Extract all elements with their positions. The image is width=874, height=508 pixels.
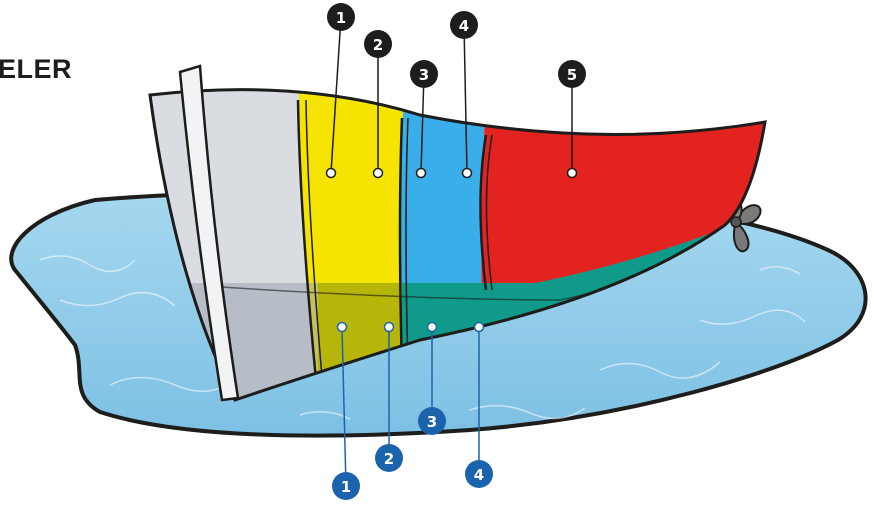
below-marker-3: 3 [418,407,446,435]
above-leader-line-4 [463,24,468,174]
below-marker-label-3: 3 [427,413,437,431]
above-marker-label-5: 5 [567,66,577,84]
below-marker-circle-4 [465,460,493,488]
above-marker-circle-3 [410,60,438,88]
markers-below-waterline: 1 2 3 4 [332,407,493,500]
above-marker-circle-4 [450,11,478,39]
page-title: ELER [0,54,73,84]
callout-leaders [325,16,578,487]
above-marker-label-4: 4 [459,17,469,35]
above-marker-2: 2 [364,30,392,58]
below-marker-label-2: 2 [384,450,394,468]
above-marker-4: 4 [450,11,478,39]
bow-stem [178,64,240,402]
above-marker-label-2: 2 [373,36,383,54]
above-marker-label-1: 1 [336,9,346,27]
above-point-3 [415,167,427,179]
above-leader-line-1 [330,16,342,174]
above-point-4 [461,167,473,179]
above-marker-circle-2 [364,30,392,58]
below-leader-line-1 [341,326,347,487]
below-point-2 [383,321,395,333]
above-point-5 [566,167,578,179]
below-marker-2: 2 [375,444,403,472]
below-marker-label-4: 4 [474,466,484,484]
below-marker-circle-2 [375,444,403,472]
above-marker-circle-5 [558,60,586,88]
below-marker-4: 4 [465,460,493,488]
markers-above-waterline: 1 2 3 4 5 [327,3,586,88]
below-marker-label-1: 1 [341,478,351,496]
above-marker-5: 5 [558,60,586,88]
below-point-4 [473,321,485,333]
below-marker-circle-1 [332,472,360,500]
above-marker-3: 3 [410,60,438,88]
below-marker-circle-3 [418,407,446,435]
above-leader-line-3 [420,73,425,174]
above-marker-label-3: 3 [419,66,429,84]
below-point-1 [336,321,348,333]
below-point-3 [426,321,438,333]
above-marker-1: 1 [327,3,355,31]
above-point-2 [372,167,384,179]
above-point-1 [325,167,337,179]
below-marker-1: 1 [332,472,360,500]
above-marker-circle-1 [327,3,355,31]
